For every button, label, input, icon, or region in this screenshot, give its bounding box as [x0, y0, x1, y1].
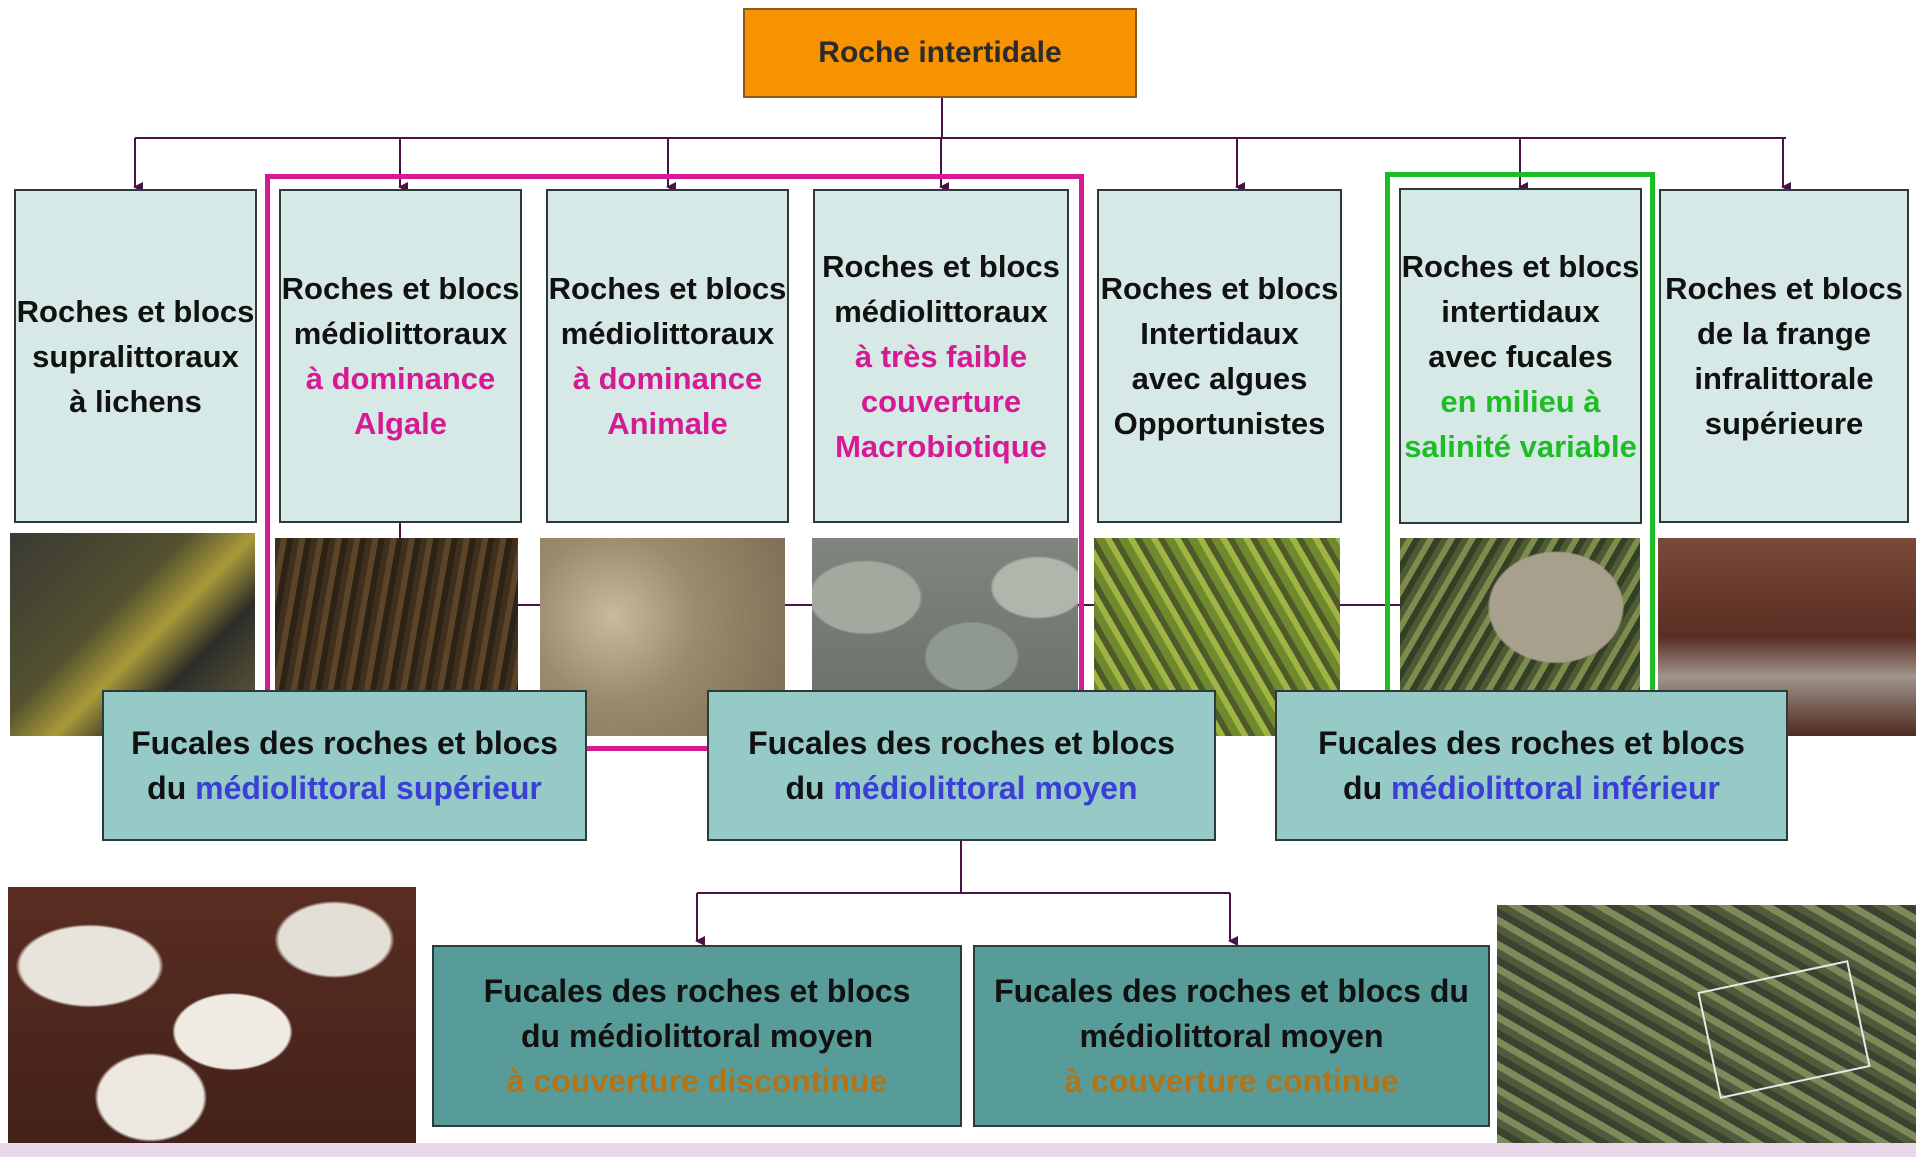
- habitat-mediolittoral-low-cover: Roches et blocs médiolittoraux à très fa…: [813, 189, 1069, 523]
- habitat-highlight: à très faible: [854, 338, 1028, 374]
- habitat-line: Roches et blocs: [548, 271, 787, 306]
- fucales-highlight: médiolittoral moyen: [833, 769, 1138, 806]
- root-node: Roche intertidale: [743, 8, 1137, 98]
- habitat-infralittoral-fringe: Roches et blocs de la frange infralittor…: [1659, 189, 1909, 523]
- habitat-line: Opportunistes: [1113, 406, 1326, 441]
- habitat-highlight: à dominance: [305, 361, 496, 396]
- habitat-line: supralittoraux: [32, 338, 239, 374]
- habitat-line: intertidaux: [1441, 293, 1600, 329]
- habitat-mediolittoral-animal: Roches et blocs médiolittoraux à dominan…: [546, 189, 789, 523]
- fucales-line: Fucales des roches et blocs: [131, 724, 558, 761]
- quadrat-frame: [1697, 960, 1871, 1099]
- fucales-lower-mediolittoral: Fucales des roches et blocs du médiolitt…: [1275, 690, 1788, 841]
- habitat-line: Intertidaux: [1140, 316, 1299, 351]
- habitat-highlight: en milieu à: [1440, 383, 1601, 419]
- habitat-line: supérieure: [1704, 406, 1864, 441]
- discontinuous-cover-photo: [8, 887, 416, 1150]
- fucales-line: Fucales des roches et blocs: [483, 972, 911, 1009]
- root-label: Roche intertidale: [818, 36, 1062, 69]
- habitat-line: médiolittoraux: [834, 293, 1048, 329]
- habitat-intertidal-opportunist: Roches et blocs Intertidaux avec algues …: [1097, 189, 1342, 523]
- habitat-line: avec algues: [1131, 361, 1308, 396]
- fucales-line: médiolittoral moyen: [1079, 1017, 1384, 1054]
- habitat-line: à lichens: [69, 383, 202, 419]
- fucales-highlight: médiolittoral supérieur: [195, 769, 542, 806]
- habitat-line: avec fucales: [1428, 338, 1613, 374]
- habitat-highlight: couverture: [860, 383, 1022, 419]
- fucales-discontinuous-cover: Fucales des roches et blocs du médiolitt…: [432, 945, 962, 1127]
- fucales-line: Fucales des roches et blocs du: [994, 972, 1469, 1009]
- habitat-line: Roches et blocs: [1100, 271, 1339, 306]
- fucales-highlight: à couverture discontinue: [506, 1062, 888, 1099]
- fucales-line: Fucales des roches et blocs: [748, 724, 1175, 761]
- habitat-line: médiolittoraux: [560, 316, 775, 351]
- fucales-continuous-cover: Fucales des roches et blocs du médiolitt…: [973, 945, 1490, 1127]
- habitat-highlight: Animale: [607, 406, 728, 441]
- continuous-cover-photo: [1497, 905, 1916, 1150]
- habitat-highlight: Macrobiotique: [835, 428, 1047, 464]
- habitat-line: médiolittoraux: [293, 316, 508, 351]
- fucales-prefix: du: [1343, 769, 1383, 806]
- habitat-highlight: à dominance: [572, 361, 763, 396]
- fucales-line: du médiolittoral inférieur: [1343, 766, 1720, 811]
- fucales-upper-mediolittoral: Fucales des roches et blocs du médiolitt…: [102, 690, 587, 841]
- habitat-line: Roches et blocs: [1665, 271, 1903, 306]
- fucales-prefix: du: [785, 769, 825, 806]
- habitat-highlight: salinité variable: [1404, 428, 1637, 464]
- habitat-supralittoral-lichens: Roches et blocs supralittoraux à lichens: [14, 189, 257, 523]
- fucales-line: du médiolittoral supérieur: [147, 766, 542, 811]
- habitat-intertidal-salinity: Roches et blocs intertidaux avec fucales…: [1399, 188, 1642, 524]
- habitat-line: de la frange: [1697, 316, 1871, 351]
- habitat-line: Roches et blocs: [281, 271, 520, 306]
- bottom-strip: [0, 1143, 1916, 1157]
- habitat-line: Roches et blocs: [16, 293, 255, 329]
- fucales-line: du médiolittoral moyen: [520, 1017, 874, 1054]
- fucales-line: du médiolittoral moyen: [785, 766, 1137, 811]
- fucales-line: Fucales des roches et blocs: [1318, 724, 1745, 761]
- fucales-highlight: médiolittoral inférieur: [1391, 769, 1720, 806]
- fucales-prefix: du: [147, 769, 187, 806]
- habitat-line: Roches et blocs: [1401, 248, 1640, 284]
- habitat-line: infralittorale: [1694, 361, 1874, 396]
- habitat-mediolittoral-algal: Roches et blocs médiolittoraux à dominan…: [279, 189, 522, 523]
- fucales-highlight: à couverture continue: [1064, 1062, 1399, 1099]
- fucales-middle-mediolittoral: Fucales des roches et blocs du médiolitt…: [707, 690, 1216, 841]
- habitat-highlight: Algale: [353, 406, 448, 441]
- habitat-line: Roches et blocs: [822, 248, 1060, 284]
